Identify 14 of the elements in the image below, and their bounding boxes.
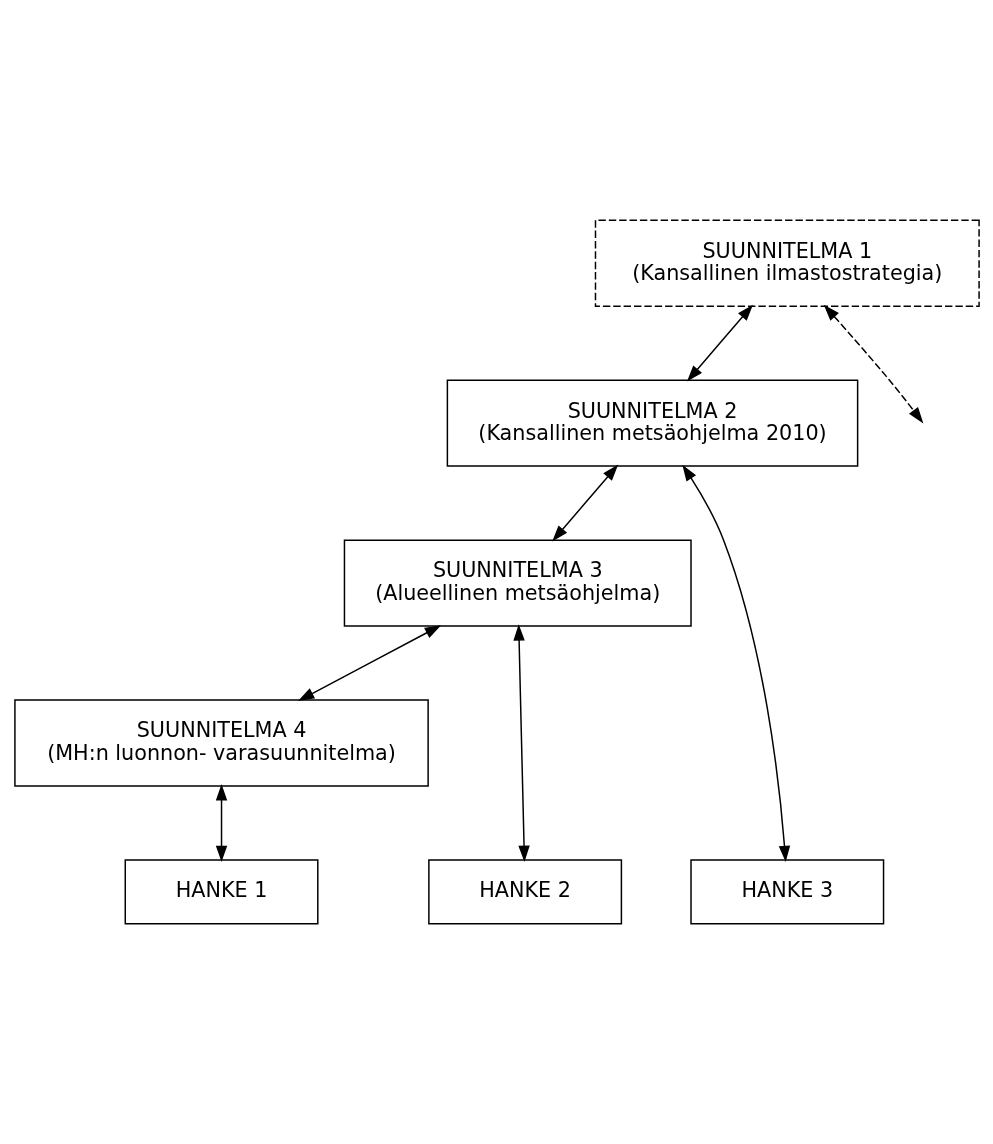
arrow — [512, 624, 530, 862]
arrow — [551, 464, 618, 542]
node-box: HANKE 1 — [124, 859, 319, 925]
node-box: HANKE 3 — [689, 859, 884, 925]
arrow — [297, 625, 441, 702]
node-box: SUUNNITELMA 4 (MH:n luonnon- varasuunnitelma) — [13, 699, 429, 787]
arrow — [681, 464, 790, 863]
node-box: SUUNNITELMA 2 (Kansallinen metsäohjelma 2010) — [446, 379, 858, 467]
node-box: HANKE 2 — [427, 859, 622, 925]
arrow — [823, 304, 923, 424]
node-box: SUUNNITELMA 3 (Alueellinen metsäohjelma) — [343, 539, 692, 627]
node-box: SUUNNITELMA 1 (Kansallinen ilmastostrategia) — [594, 219, 980, 307]
arrow — [215, 784, 227, 862]
arrow — [686, 304, 753, 382]
